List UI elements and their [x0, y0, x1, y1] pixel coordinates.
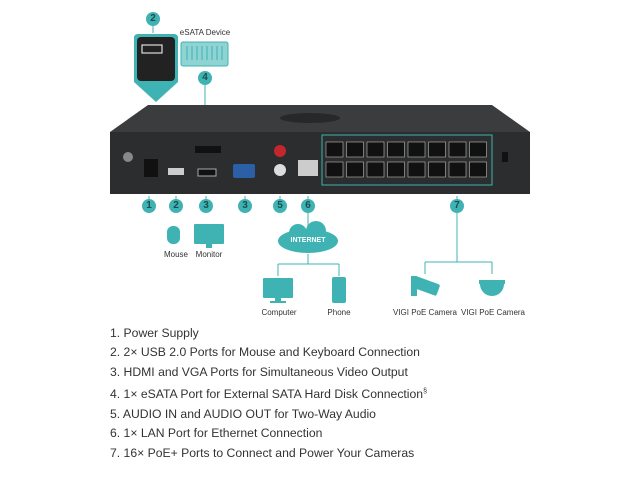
phone-label: Phone [327, 308, 351, 317]
poe-port [469, 161, 487, 178]
feature-list: 1. Power Supply 2. 2× USB 2.0 Ports for … [110, 324, 427, 463]
poe-port [428, 161, 446, 178]
peripheral-icons [167, 221, 505, 303]
feature-item: 3. HDMI and VGA Ports for Simultaneous V… [110, 364, 408, 379]
feature-item: 4. 1× eSATA Port for External SATA Hard … [110, 387, 427, 402]
feature-item: 7. 16× PoE+ Ports to Connect and Power Y… [110, 445, 415, 460]
poe-port [428, 141, 446, 158]
poe-port [346, 141, 364, 158]
feature-item: 1. Power Supply [110, 326, 199, 340]
callout-badge-2-top: 2 [146, 12, 160, 26]
bullet-camera-icon [411, 276, 440, 296]
poe-port [469, 141, 487, 158]
poe-port [407, 161, 426, 178]
feature-item: 2. 2× USB 2.0 Ports for Mouse and Keyboa… [110, 345, 420, 360]
computer-icon [263, 278, 293, 303]
poe-port [448, 161, 467, 178]
dome-camera-icon [479, 280, 505, 296]
monitor-label: Monitor [195, 250, 223, 259]
computer-label: Computer [261, 308, 297, 317]
footnote-mark: § [423, 388, 427, 396]
esata-device-icon [180, 41, 229, 67]
callout-badge-3-vga: 3 [238, 199, 252, 213]
callout-badge-5: 5 [273, 199, 287, 213]
mouse-icon [167, 226, 180, 244]
poe-port [448, 141, 467, 158]
esata-device-label: eSATA Device [179, 28, 231, 37]
callout-badge-3-hdmi: 3 [199, 199, 213, 213]
feature-item: 6. 1× LAN Port for Ethernet Connection [110, 426, 323, 441]
mouse-label: Mouse [163, 250, 188, 259]
poe-port [346, 161, 364, 178]
callout-badge-2: 2 [169, 199, 183, 213]
usb-zoom-callout [134, 34, 178, 102]
callout-badge-4: 4 [198, 71, 212, 85]
poe-port [387, 141, 405, 158]
poe-port [325, 141, 344, 158]
phone-icon [332, 277, 346, 303]
nvr-device [110, 105, 530, 194]
callout-badge-7: 7 [450, 199, 464, 213]
poe-port [325, 161, 344, 178]
feature-item: 5. AUDIO IN and AUDIO OUT for Two-Way Au… [110, 406, 376, 421]
poe-port [366, 161, 385, 178]
poe-port [407, 141, 426, 158]
monitor-icon [194, 224, 224, 248]
camera-label-2: VIGI PoE Camera [460, 308, 526, 317]
poe-port [387, 161, 405, 178]
internet-label: INTERNET [290, 237, 326, 244]
poe-port [366, 141, 385, 158]
callout-badge-1: 1 [142, 199, 156, 213]
internet-cloud-icon [278, 221, 338, 253]
camera-label-1: VIGI PoE Camera [392, 308, 458, 317]
callout-badge-6: 6 [301, 199, 315, 213]
connector-lines [148, 19, 493, 276]
